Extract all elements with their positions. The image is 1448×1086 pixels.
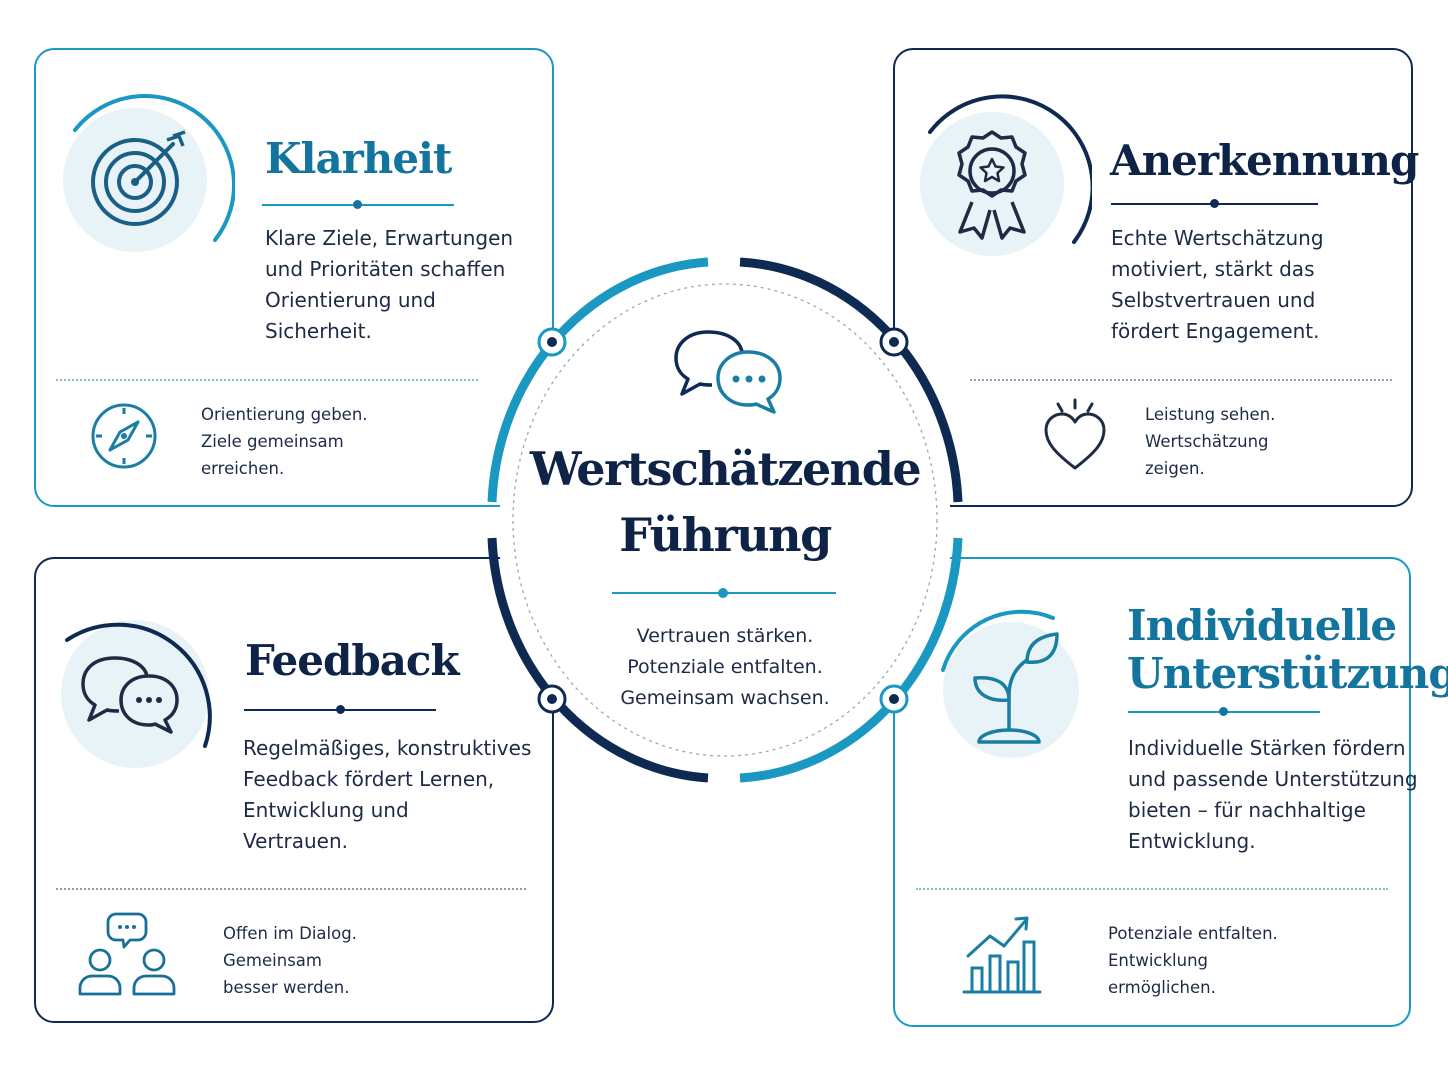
card-footer-unterstuetzung: Potenziale entfalten. Entwicklung ermögl… (1108, 924, 1278, 997)
chat-bubbles-icon (61, 620, 212, 768)
card-footer-anerkennung: Leistung sehen. Wertschätzung zeigen. (1145, 405, 1276, 478)
divider-dot (718, 588, 728, 598)
divider-dot (353, 200, 362, 209)
card-title-anerkennung: Anerkennung (1110, 136, 1419, 185)
card-separator (916, 888, 1388, 890)
center-ring (487, 257, 963, 783)
people-dialog-icon (78, 912, 176, 996)
card-separator (56, 379, 478, 381)
card-title-feedback: Feedback (245, 636, 460, 685)
growth-chart-icon (962, 916, 1042, 994)
heart-icon (1044, 398, 1106, 470)
award-ribbon-icon (920, 94, 1092, 256)
divider-dot (1219, 707, 1228, 716)
divider-dot (1210, 199, 1219, 208)
compass-icon (91, 403, 157, 469)
main-title: Wertschätzende Führung (529, 442, 922, 562)
card-body-anerkennung: Echte Wertschätzung motiviert, stärkt da… (1111, 226, 1324, 343)
card-body-feedback: Regelmäßiges, konstruktives Feedback för… (243, 736, 532, 853)
card-footer-feedback: Offen im Dialog. Gemeinsam besser werden… (223, 924, 357, 997)
card-body-unterstuetzung: Individuelle Stärken fördern und passend… (1128, 736, 1418, 853)
card-body-klarheit: Klare Ziele, Erwartungen und Prioritäten… (265, 226, 514, 343)
sprout-icon (941, 609, 1079, 758)
center-tagline: Vertrauen stärken. Potenziale entfalten.… (620, 625, 830, 709)
card-footer-klarheit: Orientierung geben. Ziele gemeinsam erre… (201, 405, 368, 478)
target-icon (63, 94, 235, 252)
divider-dot (336, 705, 345, 714)
card-title-unterstuetzung: Individuelle Unterstützung (1127, 601, 1448, 698)
card-separator (56, 888, 526, 890)
chat-bubbles-icon (674, 330, 782, 414)
card-title-klarheit: Klarheit (265, 134, 452, 183)
card-separator (970, 379, 1392, 381)
